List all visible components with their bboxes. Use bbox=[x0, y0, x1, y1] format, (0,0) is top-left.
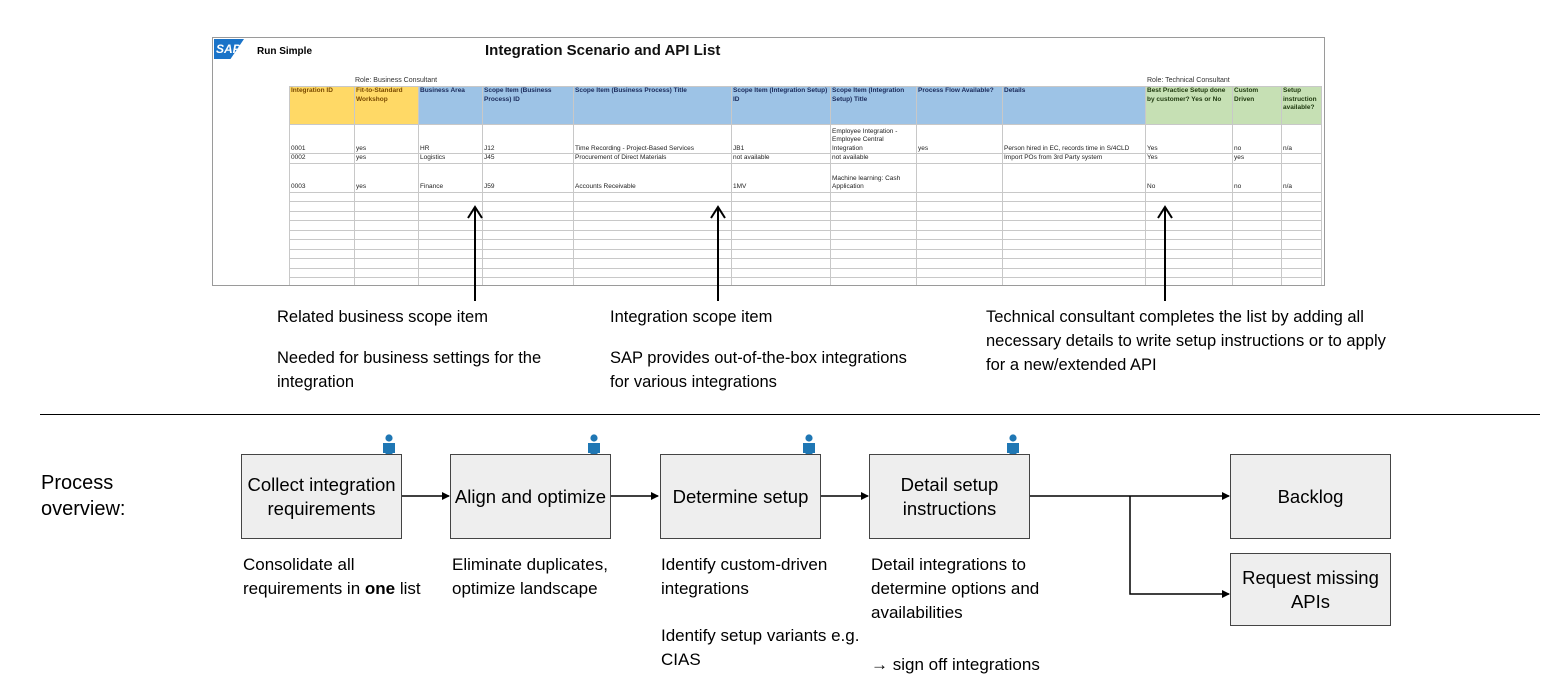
section-divider bbox=[40, 414, 1540, 415]
table-empty-row bbox=[289, 277, 1322, 285]
note-technical-text: Technical consultant completes the list … bbox=[986, 308, 1386, 374]
note-integration-text: SAP provides out-of-the-box integrations… bbox=[610, 349, 907, 391]
table-cell: yes bbox=[916, 124, 1003, 154]
arrow-to-integration-scope bbox=[710, 205, 726, 301]
table-cell: 1MV bbox=[731, 162, 831, 193]
integration-table: Integration ID Fit-to-Standard Workshop … bbox=[289, 86, 1322, 285]
table-empty-row bbox=[289, 248, 1322, 259]
column-header: Business Area bbox=[418, 86, 483, 125]
output-request-missing-apis: Request missing APIs bbox=[1230, 553, 1391, 626]
column-header: Scope Item (Integration Setup) ID bbox=[731, 86, 831, 125]
process-overview-label: Process overview: bbox=[41, 472, 126, 520]
column-header: Scope Item (Business Process) ID bbox=[482, 86, 574, 125]
table-cell: Finance bbox=[418, 162, 483, 193]
step-detail-description-2: → sign off integrations bbox=[871, 655, 1040, 674]
table-cell: Yes bbox=[1145, 124, 1233, 154]
sheet-title: Integration Scenario and API List bbox=[485, 42, 721, 59]
column-header: Best Practice Setup done by customer? Ye… bbox=[1145, 86, 1233, 125]
table-cell: yes bbox=[354, 124, 419, 154]
table-cell: Employee Integration - Employee Central … bbox=[830, 124, 917, 154]
integration-sheet-screenshot: SAP Run Simple Integration Scenario and … bbox=[212, 37, 1325, 286]
role-technical-consultant: Role: Technical Consultant bbox=[1147, 77, 1230, 84]
step-determine-description: Identify custom-driven integrations bbox=[661, 555, 828, 598]
table-header-row: Integration ID Fit-to-Standard Workshop … bbox=[289, 86, 1322, 125]
table-empty-row bbox=[289, 229, 1322, 240]
step-align-optimize: Align and optimize bbox=[450, 454, 611, 539]
step-align-description: Eliminate duplicates, optimize landscape bbox=[452, 555, 608, 598]
arrow-to-technical-columns bbox=[1157, 205, 1173, 301]
table-cell: no bbox=[1232, 124, 1282, 154]
column-header: Custom Driven bbox=[1232, 86, 1282, 125]
note-business-title: Related business scope item bbox=[277, 308, 488, 326]
table-cell: JB1 bbox=[731, 124, 831, 154]
table-cell: HR bbox=[418, 124, 483, 154]
step-determine-description-2: Identify setup variants e.g. CIAS bbox=[661, 626, 860, 669]
note-business-text: Needed for business settings for the int… bbox=[277, 349, 542, 391]
step-detail-description: Detail integrations to determine options… bbox=[871, 555, 1040, 622]
step-collect-requirements: Collect integration requirements bbox=[241, 454, 402, 539]
table-cell bbox=[1281, 277, 1322, 285]
table-cell: 0001 bbox=[289, 124, 355, 154]
output-backlog: Backlog bbox=[1230, 454, 1391, 539]
table-cell: Time Recording - Project-Based Services bbox=[573, 124, 732, 154]
table-empty-row bbox=[289, 258, 1322, 269]
column-header: Scope Item (Business Process) Title bbox=[573, 86, 732, 125]
step-determine-setup: Determine setup bbox=[660, 454, 821, 539]
table-cell: no bbox=[1232, 162, 1282, 193]
table-cell: n/a bbox=[1281, 162, 1322, 193]
column-header: Scope Item (Integration Setup) Title bbox=[830, 86, 917, 125]
arrow-to-business-scope bbox=[467, 205, 483, 301]
table-cell bbox=[1002, 162, 1146, 193]
run-simple-tagline: Run Simple bbox=[257, 46, 313, 57]
table-cell: n/a bbox=[1281, 124, 1322, 154]
role-business-consultant: Role: Business Consultant bbox=[355, 77, 438, 84]
table-cell bbox=[916, 162, 1003, 193]
column-header: Process Flow Available? bbox=[916, 86, 1003, 125]
table-cell: Accounts Receivable bbox=[573, 162, 732, 193]
step-collect-description: Consolidate all requirements in one list bbox=[243, 555, 421, 598]
column-header: Setup instruction available? bbox=[1281, 86, 1322, 125]
step-detail-setup: Detail setup instructions bbox=[869, 454, 1030, 539]
note-integration-title: Integration scope item bbox=[610, 308, 773, 326]
